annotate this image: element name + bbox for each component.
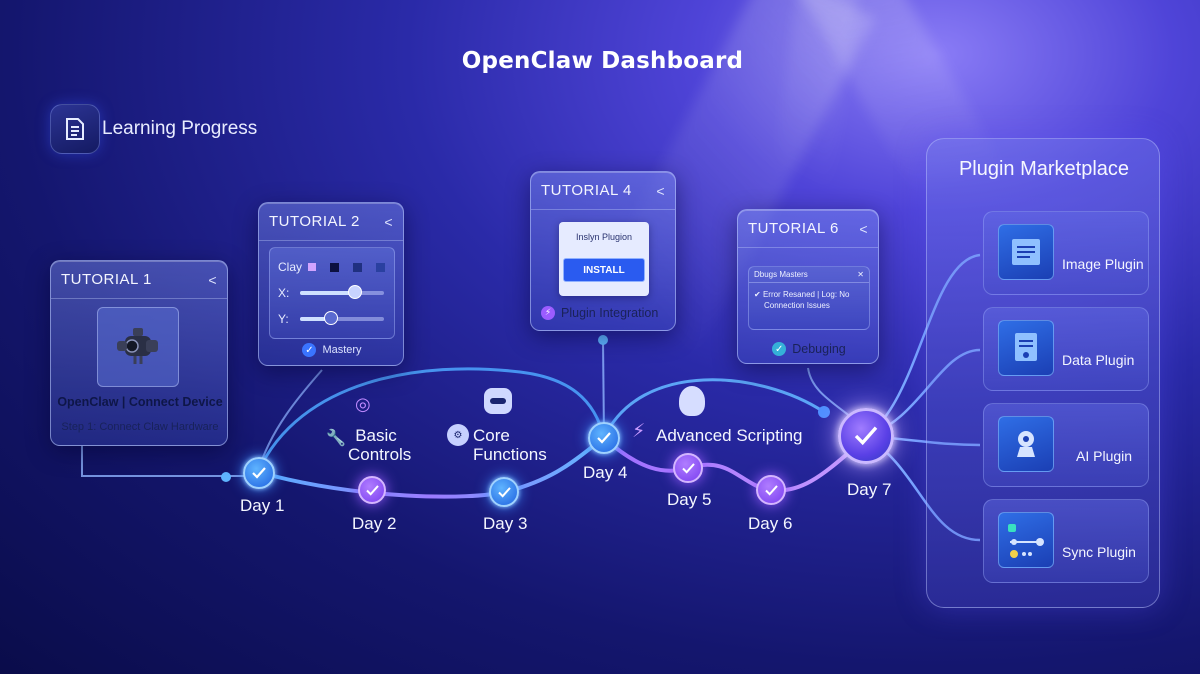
- day-4-label: Day 4: [583, 463, 628, 482]
- gear-icon: ⚙: [447, 424, 469, 446]
- color-swatch[interactable]: [330, 262, 340, 272]
- chevron-left-icon[interactable]: <: [208, 271, 217, 288]
- plugin-label-data: Data Plugin: [1062, 352, 1135, 368]
- y-slider[interactable]: [300, 311, 384, 325]
- tutorial-6-title: TUTORIAL 6: [748, 220, 839, 237]
- day-2-label: Day 2: [352, 514, 397, 533]
- check-icon: [597, 432, 611, 444]
- check-icon: [497, 486, 511, 498]
- day-5-node[interactable]: [673, 453, 703, 483]
- x-label: X:: [278, 286, 290, 300]
- plugin-label-sync: Sync Plugin: [1062, 544, 1136, 560]
- plugin-item-image[interactable]: Image Plugin: [983, 211, 1149, 295]
- step-advanced-scripting: Advanced Scripting: [656, 426, 803, 445]
- lightning-icon: ⚡: [632, 420, 646, 442]
- document-icon[interactable]: [50, 104, 100, 154]
- tutorial-4-card[interactable]: TUTORIAL 4 < Inslyn Plugion INSTALL ⚡ Pl…: [530, 171, 676, 331]
- check-icon: [681, 462, 695, 474]
- claw-device-icon: [117, 328, 158, 364]
- robot-icon: [484, 388, 512, 414]
- y-label: Y:: [278, 312, 289, 326]
- chevron-left-icon[interactable]: <: [656, 182, 665, 199]
- wrench-icon: 🔧: [326, 428, 346, 447]
- plugin-item-ai[interactable]: AI Plugin: [983, 403, 1149, 487]
- color-swatch[interactable]: [376, 262, 386, 272]
- day-4-node[interactable]: [588, 422, 620, 454]
- chevron-left-icon[interactable]: <: [384, 213, 393, 230]
- debug-log-line-1: Error Resaned | Log: No: [762, 290, 850, 299]
- learning-progress-heading: Learning Progress: [50, 104, 257, 154]
- tutorial-4-title: TUTORIAL 4: [541, 182, 632, 199]
- tutorial-2-footer: Mastery: [322, 344, 362, 356]
- tutorial-6-footer: Debuging: [792, 342, 846, 356]
- debug-log-line-2: Connection Issues: [764, 301, 830, 310]
- chevron-left-icon[interactable]: <: [859, 220, 868, 237]
- plugin-marketplace-title: Plugin Marketplace: [958, 158, 1130, 180]
- install-dialog-title: Inslyn Plugion: [575, 232, 633, 242]
- clay-label: Clay: [278, 260, 303, 274]
- x-slider[interactable]: [300, 285, 384, 299]
- tutorial-1-title: TUTORIAL 1: [61, 271, 152, 288]
- day-7-label: Day 7: [847, 480, 892, 499]
- plugin-item-data[interactable]: Data Plugin: [983, 307, 1149, 391]
- image-icon: [998, 224, 1054, 280]
- tutorial-6-card[interactable]: TUTORIAL 6 < Dbugs Masters ✕ ✔ Error Res…: [737, 209, 879, 364]
- debug-window: Dbugs Masters ✕ ✔ Error Resaned | Log: N…: [748, 266, 870, 330]
- step-basic-controls: Basic Controls: [348, 426, 412, 464]
- check-icon: ✔: [754, 290, 761, 299]
- slider-handle[interactable]: [324, 311, 338, 325]
- learning-progress-label: Learning Progress: [102, 118, 258, 139]
- check-icon: [854, 426, 878, 446]
- sync-icon: [998, 512, 1054, 568]
- plugin-label-image: Image Plugin: [1062, 256, 1144, 272]
- color-swatch[interactable]: [308, 263, 317, 271]
- day-6-node[interactable]: [756, 475, 786, 505]
- install-dialog: Inslyn Plugion INSTALL: [559, 222, 649, 296]
- day-3-label: Day 3: [483, 514, 528, 533]
- claw-device-image: [97, 307, 179, 387]
- check-icon: ✓: [302, 343, 317, 357]
- debug-window-title: Dbugs Masters: [754, 270, 808, 279]
- tutorial-1-card[interactable]: TUTORIAL 1 < OpenClaw | Connect Device S…: [50, 260, 228, 446]
- step-core-functions: Core Functions: [473, 426, 547, 464]
- tutorial-2-card[interactable]: TUTORIAL 2 < Clay X: Y: ✓ Mastery: [258, 202, 404, 366]
- slider-handle[interactable]: [348, 285, 362, 299]
- close-icon[interactable]: ✕: [857, 270, 864, 279]
- tutorial-1-subcaption: Step 1: Connect Claw Hardware: [61, 421, 219, 433]
- target-icon: ◎: [355, 394, 371, 415]
- check-icon: ✓: [772, 342, 787, 356]
- day-3-node[interactable]: [489, 477, 519, 507]
- ai-icon: [998, 416, 1054, 472]
- tutorial-1-caption: OpenClaw | Connect Device: [57, 395, 223, 409]
- tutorial-4-footer: Plugin Integration: [561, 306, 659, 320]
- check-icon: [365, 484, 379, 496]
- day-1-node[interactable]: [243, 457, 275, 489]
- plugin-marketplace-panel: Plugin Marketplace Image Plugin Data Plu…: [926, 138, 1160, 608]
- check-icon: [764, 484, 778, 496]
- color-swatch[interactable]: [353, 262, 363, 272]
- page-title: OpenClaw Dashboard: [461, 48, 744, 74]
- brain-icon: [679, 386, 705, 416]
- tutorial-2-title: TUTORIAL 2: [269, 213, 360, 230]
- day-7-node[interactable]: [838, 408, 894, 464]
- day-2-node[interactable]: [358, 476, 386, 504]
- install-button[interactable]: INSTALL: [563, 258, 645, 282]
- data-icon: [998, 320, 1054, 376]
- plugin-item-sync[interactable]: Sync Plugin: [983, 499, 1149, 583]
- day-5-label: Day 5: [667, 490, 712, 509]
- plugin-icon: ⚡: [541, 306, 555, 320]
- check-icon: [252, 467, 266, 479]
- tutorial-2-controls: Clay X: Y:: [269, 247, 395, 339]
- plugin-label-ai: AI Plugin: [1076, 448, 1133, 464]
- day-1-label: Day 1: [240, 496, 285, 515]
- day-6-label: Day 6: [748, 514, 793, 533]
